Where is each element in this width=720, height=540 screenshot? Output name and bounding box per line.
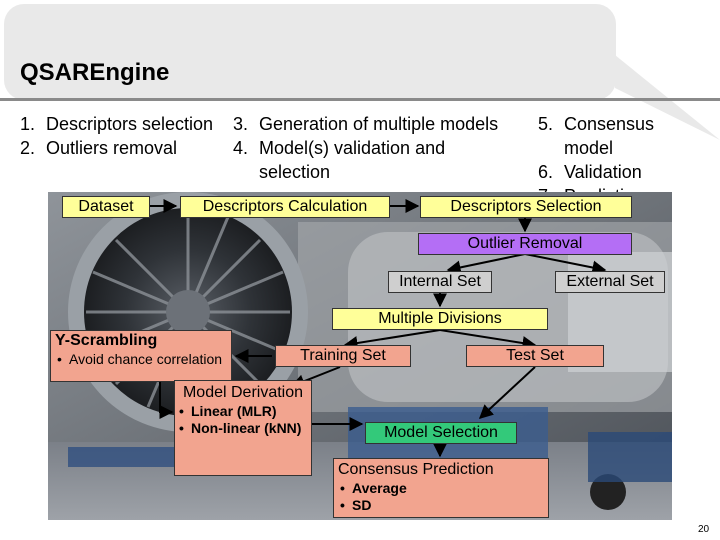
- node-y-scrambling: Y-Scrambling Avoid chance correlation: [50, 330, 232, 382]
- title-banner: [4, 4, 616, 100]
- bullet-item: Non-linear (kNN): [177, 420, 309, 437]
- step-item: 2.Outliers removal: [20, 138, 178, 158]
- steps-column-1: 1.Descriptors selection 2.Outliers remov…: [20, 112, 220, 160]
- node-test-set: Test Set: [466, 345, 604, 367]
- bullet-item: Avoid chance correlation: [55, 351, 227, 368]
- step-item: 1.Descriptors selection: [20, 114, 214, 134]
- node-dataset: Dataset: [62, 196, 150, 218]
- node-consensus-prediction: Consensus Prediction Average SD: [333, 458, 549, 518]
- bullet-item: SD: [338, 497, 544, 514]
- consensus-prediction-label: Consensus Prediction: [338, 461, 494, 478]
- model-derivation-label: Model Derivation: [182, 384, 304, 401]
- title-divider: [0, 98, 720, 101]
- node-internal-set: Internal Set: [388, 271, 492, 293]
- node-outlier-removal: Outlier Removal: [418, 233, 632, 255]
- node-multiple-divisions: Multiple Divisions: [332, 308, 548, 330]
- step-item: 6.Validation: [538, 162, 642, 182]
- bullet-item: Average: [338, 480, 544, 497]
- speech-callout-shape: [615, 55, 720, 140]
- y-scrambling-label: Y-Scrambling: [55, 332, 158, 349]
- step-item: 4.Model(s) validation and selection: [233, 138, 446, 182]
- y-scrambling-bullets: Avoid chance correlation: [55, 351, 227, 368]
- node-descriptors-selection: Descriptors Selection: [420, 196, 632, 218]
- step-item: 5.Consensus model: [538, 114, 655, 158]
- step-item: 3.Generation of multiple models: [233, 114, 499, 134]
- node-external-set: External Set: [555, 271, 665, 293]
- node-training-set: Training Set: [275, 345, 411, 367]
- model-derivation-bullets: Linear (MLR) Non-linear (kNN): [177, 403, 309, 437]
- consensus-bullets: Average SD: [338, 480, 544, 514]
- node-descriptors-calculation: Descriptors Calculation: [180, 196, 390, 218]
- page-number: 20: [698, 524, 710, 535]
- node-model-selection: Model Selection: [365, 422, 517, 444]
- slide-title: QSAREngine: [20, 59, 170, 86]
- node-model-derivation: Model Derivation Linear (MLR) Non-linear…: [174, 380, 312, 476]
- bullet-item: Linear (MLR): [177, 403, 309, 420]
- steps-column-2: 3.Generation of multiple models 4.Model(…: [233, 112, 503, 184]
